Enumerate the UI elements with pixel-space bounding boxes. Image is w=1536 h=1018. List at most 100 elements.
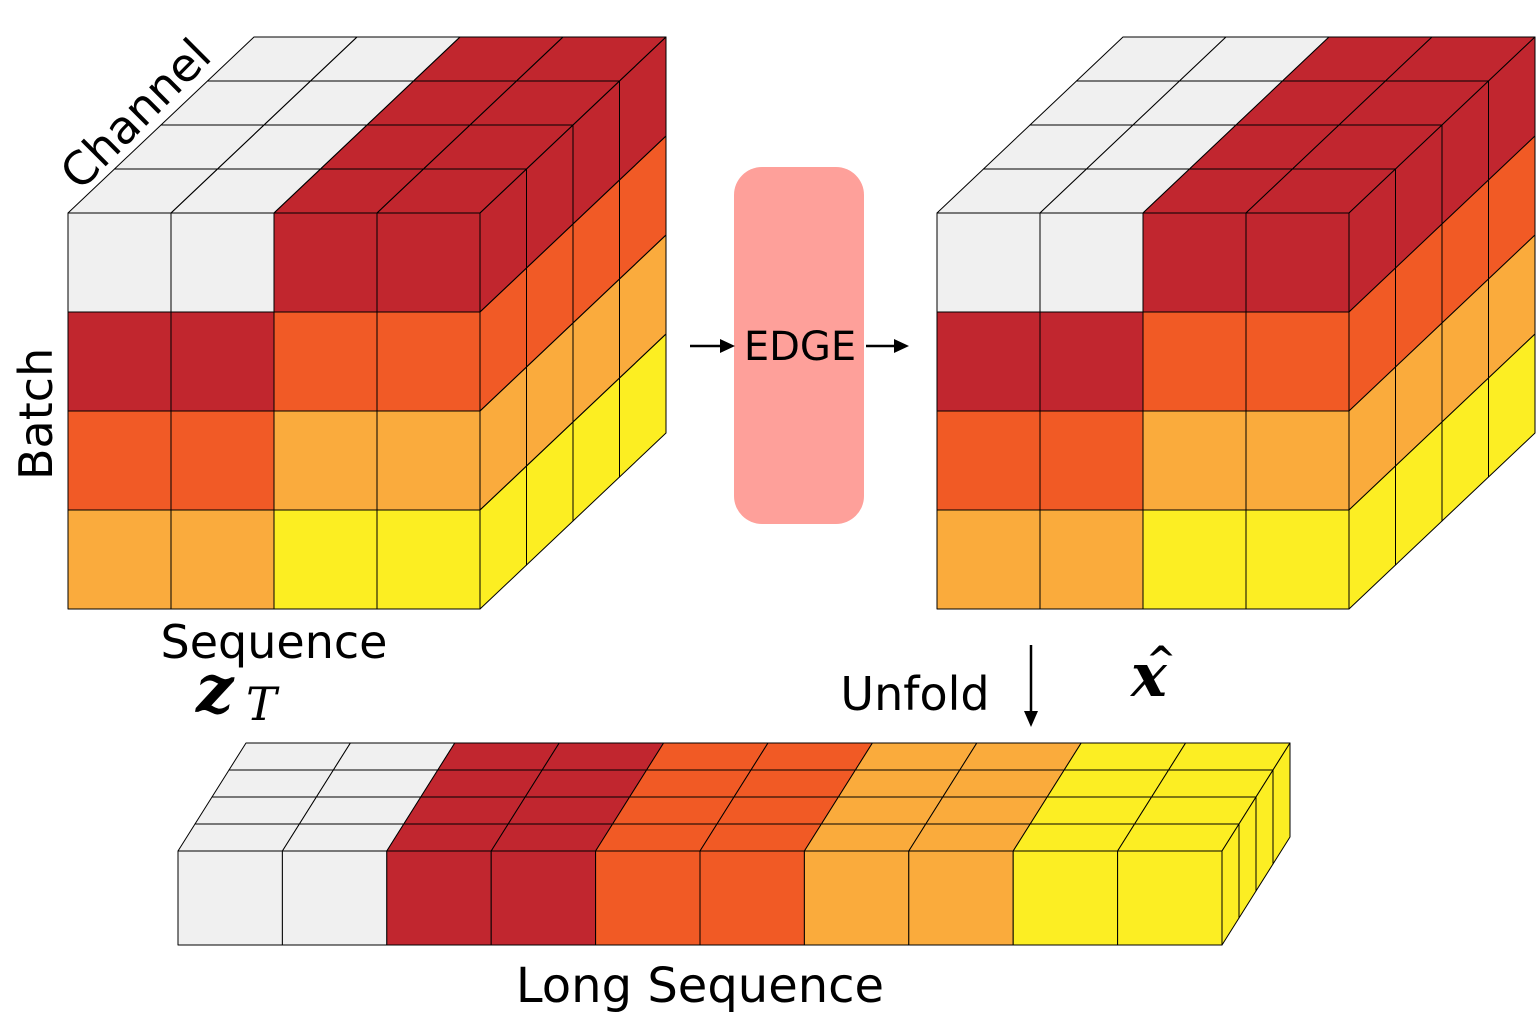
z-t-subscript: T [246,677,280,731]
long-seq-front-cell [803,850,910,946]
top-cell [264,81,414,125]
long-seq-top-cell [403,796,526,825]
long-seq-front-cell [1117,850,1223,946]
long-seq-top-cell [1063,742,1187,771]
long-seq-top-cell [281,823,405,852]
front-cell [1142,212,1247,313]
long-seq-top-cell [386,823,509,852]
side-cell-outline [619,333,667,478]
long-seq-top-cell [837,769,961,798]
top-cell [207,37,357,81]
long-seq-top-cell [908,823,1031,852]
front-cell [1245,212,1350,313]
long-seq-front-cell [908,850,1014,946]
long-seq-top-cell [820,796,944,825]
batch-label: Batch [9,348,63,480]
long-seq-top-cell [298,796,422,825]
front-cell [1245,410,1350,511]
front-cell [1039,212,1144,313]
top-cell [413,37,563,81]
long-seq-top-cell [211,769,334,798]
long-seq-side-cell [1272,742,1291,865]
edge-label: EDGE [744,324,856,370]
side-cell [526,125,573,268]
noisy-cube-grid [67,36,667,610]
side-cell [1488,333,1536,478]
side-cell [480,466,527,609]
noisy-cube [68,37,666,609]
front-cell [171,411,274,510]
top-cell [217,125,367,169]
front-cell [1039,410,1144,511]
long-seq-top-cell [803,823,927,852]
side-cell [573,81,620,224]
long-seq-top-cell [420,769,543,798]
front-cell [1142,311,1247,412]
front-cell [68,510,171,609]
side-cell [526,323,573,466]
long-seq-top-cell [177,823,300,852]
front-cell [936,212,1041,313]
side-cell [526,422,573,565]
front-cell [274,312,377,411]
arrow-into-edge [690,339,735,353]
side-cell [573,180,620,323]
long-seq-top-cell [1012,823,1136,852]
front-cell [274,510,377,609]
long-sequence-block [177,742,1291,946]
long-seq-top-cell [507,796,631,825]
front-cell [936,311,1041,412]
top-cell [114,125,264,169]
front-cell [171,510,274,609]
long-seq-top-cell [716,796,839,825]
front-cell [274,411,377,510]
long-seq-top-cell [1134,796,1257,825]
side-cell [619,136,666,279]
top-cell [320,125,470,169]
front-cell [68,411,171,510]
long-seq-top-cell [595,823,718,852]
long-seq-top-cell [750,742,873,771]
side-cell [480,169,527,312]
top-cell [377,169,527,213]
side-cell [619,37,666,180]
long-sequence-label: Long Sequence [516,958,884,1014]
z-t-symbol: z [195,650,235,728]
long-seq-top-cell [1046,769,1170,798]
edge-box [734,167,864,524]
long-seq-front-cell [595,850,701,946]
clean-cube [936,36,1536,610]
long-seq-top-cell [1029,796,1153,825]
front-cell [377,510,480,609]
side-cell [619,334,666,477]
front-cell [1039,509,1144,610]
long-seq-top-cell [1117,823,1240,852]
long-seq-top-cell [646,742,769,771]
side-cell [526,224,573,367]
front-cell [1039,311,1144,412]
top-cell [274,169,424,213]
front-cell [377,312,480,411]
long-seq-front-cell [281,850,388,946]
top-cell [367,81,517,125]
front-cell [936,509,1041,610]
x-hat-caret: ^ [1146,639,1176,681]
long-seq-top-cell [315,769,439,798]
long-seq-top-cell [733,769,856,798]
side-cell [619,235,666,378]
long-seq-top-cell [437,742,560,771]
long-seq-top-cell [629,769,752,798]
top-cell [68,169,218,213]
long-seq-front-cell [490,850,597,946]
long-seq-front-cell [1012,850,1119,946]
long-seq-top-cell [925,796,1048,825]
front-cell [274,213,377,312]
unfold-label: Unfold [840,667,989,721]
front-cell [1142,509,1247,610]
front-cell [68,312,171,411]
side-cell [480,367,527,510]
long-seq-top-cell [194,796,317,825]
long-seq-front-cell [177,850,283,946]
front-cell [68,213,171,312]
